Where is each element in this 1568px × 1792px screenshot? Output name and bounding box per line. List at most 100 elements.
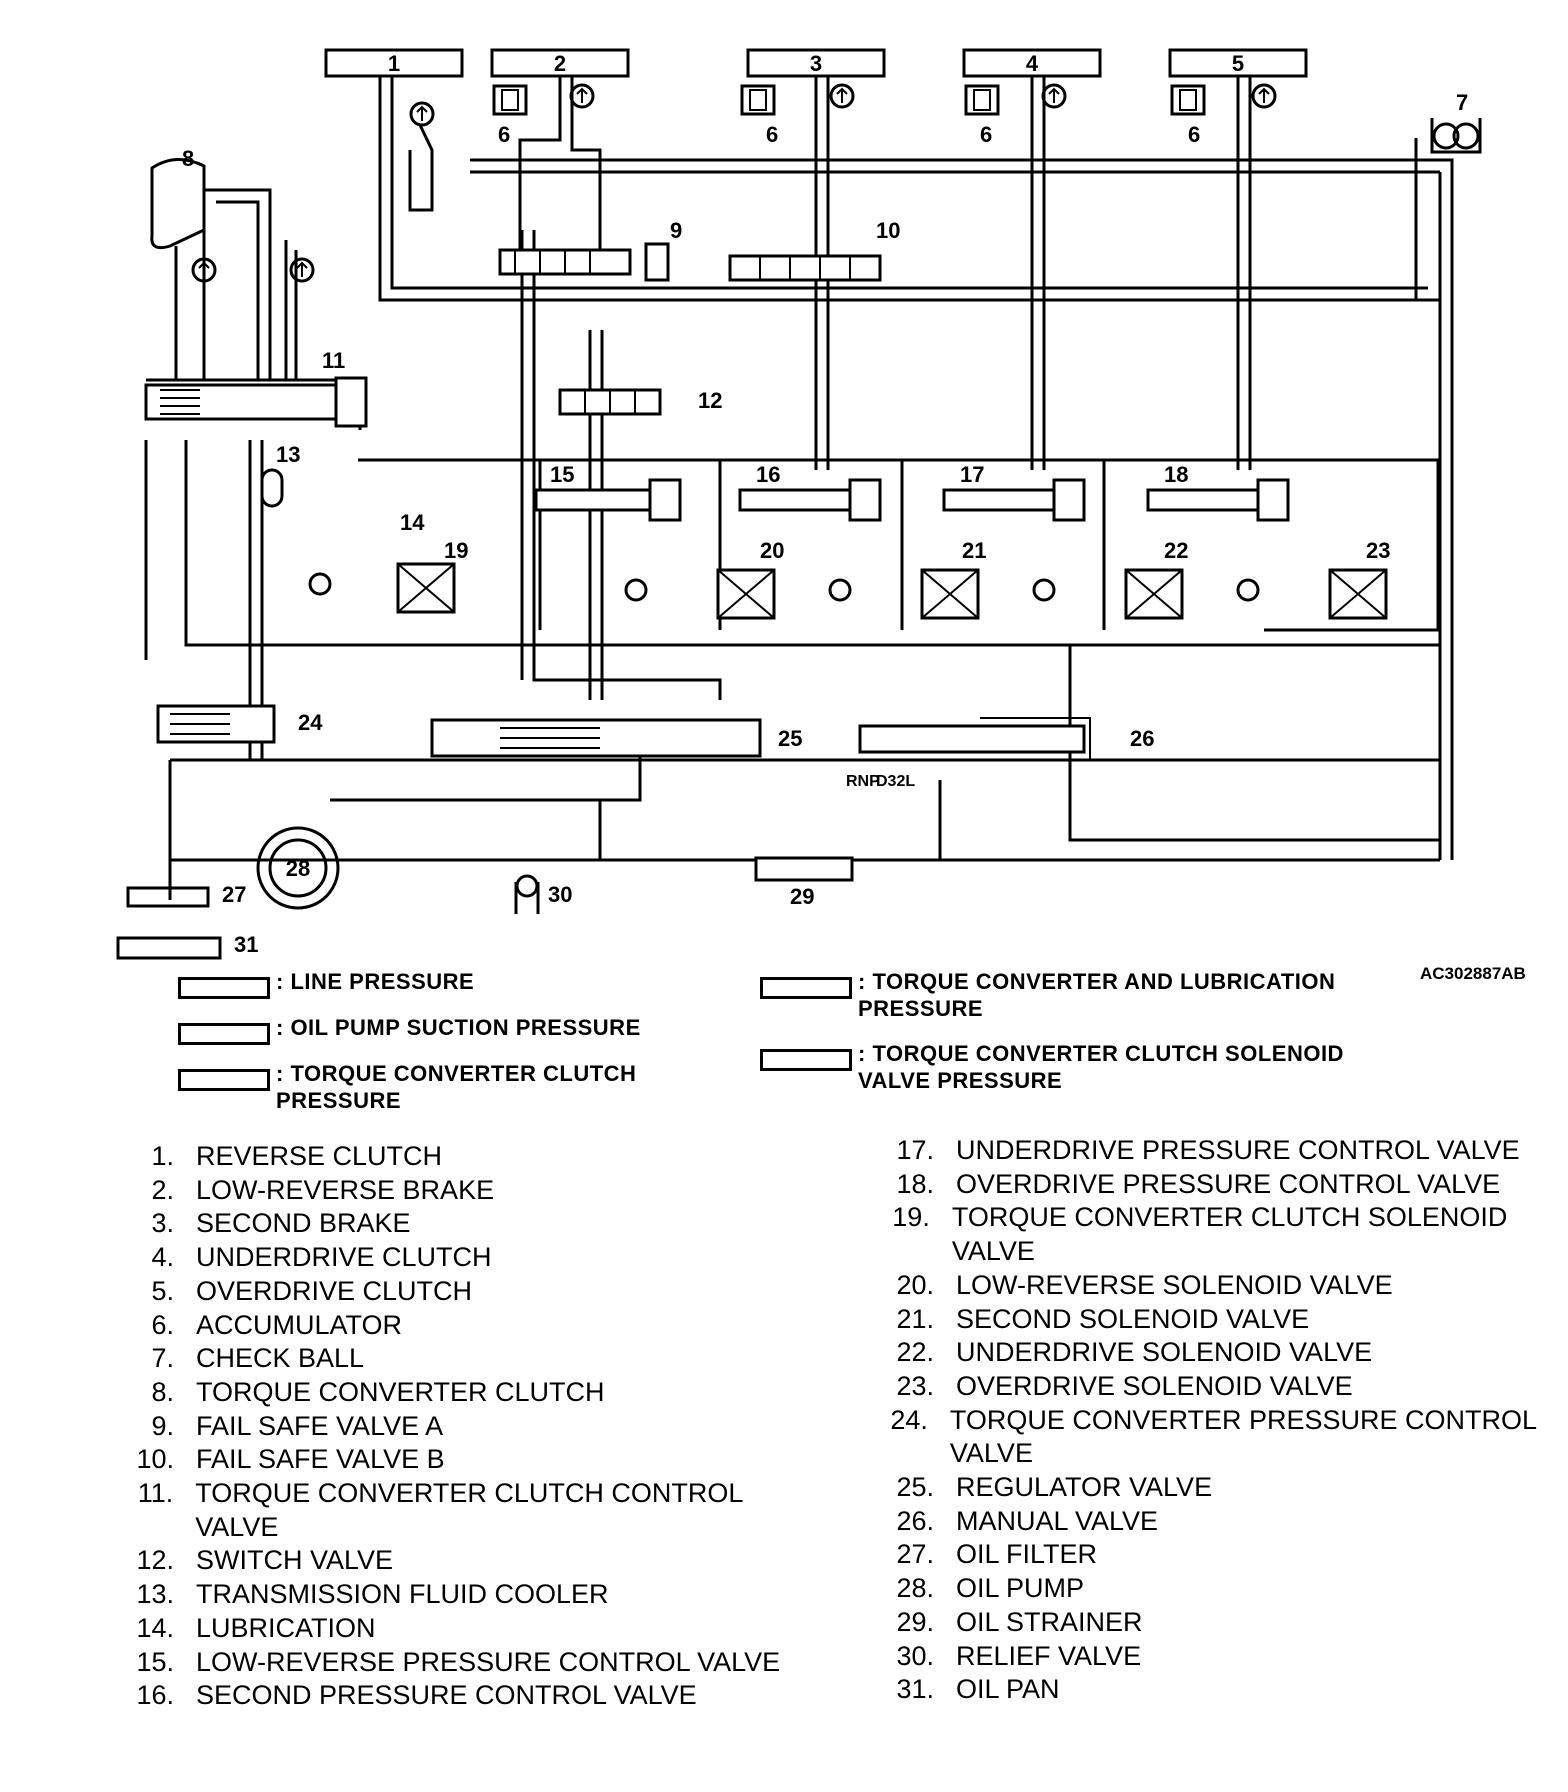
pressure-control-valves — [534, 478, 1290, 522]
callout-21: 21 — [962, 538, 986, 563]
hydraulic-lines — [144, 76, 1454, 900]
legend-label-oil-pump-suction: : OIL PUMP SUCTION PRESSURE — [276, 1015, 641, 1040]
part-number: 2. — [151, 1174, 174, 1205]
part-number: 27. — [896, 1539, 934, 1570]
part-list-item: 19. TORQUE CONVERTER CLUTCH SOLENOID VALV… — [884, 1201, 1544, 1268]
part-number: 7. — [151, 1343, 174, 1374]
part-number: 22. — [896, 1337, 934, 1368]
part-name: RELIEF VALVE — [956, 1640, 1142, 1671]
part-list-item: 17.UNDERDRIVE PRESSURE CONTROL VALVE — [884, 1134, 1544, 1168]
part-number: 31. — [896, 1674, 934, 1705]
legend-label-tc-lubrication: : TORQUE CONVERTER AND LUBRICATION PRESS… — [858, 969, 1336, 1021]
clutch-box-5-label: 5 — [1232, 51, 1244, 76]
part-name: UNDERDRIVE SOLENOID VALVE — [956, 1337, 1373, 1368]
callouts: 6 6 6 6 7 8 9 10 11 12 13 14 15 16 17 18… — [182, 90, 1468, 957]
hydraulic-circuit-diagram: 1 2 3 4 5 — [116, 48, 1482, 960]
part-name: LOW-REVERSE SOLENOID VALVE — [956, 1269, 1393, 1300]
part-number: 9. — [151, 1410, 174, 1441]
part-name: SECOND PRESSURE CONTROL VALVE — [196, 1680, 697, 1711]
callout-6: 6 — [1188, 122, 1200, 147]
part-name: OVERDRIVE SOLENOID VALVE — [956, 1370, 1353, 1401]
part-name: OIL PUMP — [956, 1573, 1085, 1604]
clutch-box-4 — [962, 48, 1102, 78]
part-number: 5. — [151, 1275, 174, 1306]
solenoid-icon — [308, 562, 456, 614]
solenoid-icon — [1236, 568, 1388, 620]
torque-converter-clutch-control-valve — [144, 376, 368, 428]
part-list-item: 7.CHECK BALL — [124, 1342, 824, 1376]
oil-pump-icon — [256, 826, 340, 910]
part-name: OIL STRAINER — [956, 1606, 1143, 1637]
callout-27: 27 — [222, 882, 246, 907]
part-number: 28. — [896, 1573, 934, 1604]
callout-9: 9 — [670, 218, 682, 243]
legend-swatch-oil-pump-suction — [178, 1023, 270, 1045]
part-list-item: 14.LUBRICATION — [124, 1612, 824, 1646]
part-name: OIL FILTER — [956, 1539, 1098, 1570]
accumulator-icon — [740, 83, 855, 116]
callout-6: 6 — [766, 122, 778, 147]
oil-filter-icon — [126, 886, 210, 908]
part-name: ACCUMULATOR — [196, 1309, 403, 1340]
part-list-item: 5. OVERDRIVE CLUTCH — [124, 1275, 824, 1309]
part-number: 4. — [151, 1242, 174, 1273]
part-list-item: 18.OVERDRIVE PRESSURE CONTROL VALVE — [884, 1168, 1544, 1202]
part-number: 21. — [896, 1303, 934, 1334]
part-number: 1. — [151, 1141, 174, 1171]
callout-26: 26 — [1130, 726, 1154, 751]
part-number: 8. — [151, 1376, 174, 1407]
torque-converter-icon — [150, 158, 206, 250]
part-name: OVERDRIVE CLUTCH — [196, 1275, 473, 1306]
part-number: 11. — [137, 1478, 174, 1509]
legend-label-tcc-solenoid: : TORQUE CONVERTER CLUTCH SOLENOID VALVE… — [858, 1041, 1344, 1093]
part-number: 6. — [151, 1309, 174, 1340]
part-list-item: 22. UNDERDRIVE SOLENOID VALVE — [884, 1336, 1544, 1370]
part-name: FAIL SAFE VALVE A — [196, 1410, 444, 1441]
part-number: 26. — [896, 1505, 934, 1536]
oil-pan-icon — [116, 936, 222, 960]
callout-8: 8 — [182, 146, 194, 171]
clutch-box-1 — [324, 48, 464, 78]
relief-valve-icon — [514, 874, 540, 914]
part-name: SECOND BRAKE — [196, 1208, 411, 1239]
callout-11: 11 — [322, 348, 345, 373]
torque-converter-pressure-control-valve — [156, 704, 276, 744]
part-name: REGULATOR VALVE — [956, 1472, 1213, 1503]
part-name: TORQUE CONVERTER CLUTCH CONTROL VALVE — [195, 1478, 743, 1542]
callout-30: 30 — [548, 882, 572, 907]
callout-13: 13 — [276, 442, 300, 467]
part-list-item: 1.REVERSE CLUTCH — [124, 1140, 824, 1174]
part-list-item: 4. UNDERDRIVE CLUTCH — [124, 1241, 824, 1275]
part-list-item: 23.OVERDRIVE SOLENOID VALVE — [884, 1370, 1544, 1404]
manual-positions-right: D32L — [876, 773, 915, 790]
legend-swatch-tcc-pressure — [178, 1069, 270, 1091]
manual-positions-left: RNP — [846, 773, 880, 790]
part-list-item: 2.LOW-REVERSE BRAKE — [124, 1174, 824, 1208]
part-number: 19. — [892, 1202, 930, 1233]
part-name: UNDERDRIVE CLUTCH — [196, 1242, 492, 1273]
solenoid-icon — [1032, 568, 1184, 620]
callout-25: 25 — [778, 726, 802, 751]
part-number: 29. — [896, 1606, 934, 1637]
part-list-item: 3.SECOND BRAKE — [124, 1207, 824, 1241]
callout-14: 14 — [400, 510, 425, 535]
part-name: TORQUE CONVERTER PRESSURE CONTROL VALVE — [949, 1404, 1536, 1469]
legend-swatch-tcc-solenoid — [760, 1049, 852, 1071]
legend-swatch-tc-lubrication — [760, 977, 852, 999]
part-name: TORQUE CONVERTER CLUTCH SOLENOID VALVE — [951, 1202, 1508, 1267]
oil-strainer-icon — [754, 856, 854, 882]
part-name: OIL PAN — [956, 1674, 1060, 1705]
part-number: 15. — [136, 1646, 174, 1677]
part-list-item: 10.FAIL SAFE VALVE B — [124, 1443, 824, 1477]
part-list-item: 16.SECOND PRESSURE CONTROL VALVE — [124, 1679, 824, 1713]
part-list-item: 29. OIL STRAINER — [884, 1606, 1544, 1640]
valves — [116, 242, 1388, 960]
solenoid-valves — [308, 562, 1388, 620]
part-number: 12. — [136, 1545, 174, 1576]
part-number: 24. — [890, 1404, 928, 1435]
transmission-fluid-cooler-icon — [260, 468, 284, 508]
accumulators — [191, 83, 1277, 283]
accumulator-icon — [1170, 83, 1277, 116]
part-name: MANUAL VALVE — [956, 1505, 1159, 1536]
part-number: 10. — [136, 1444, 174, 1475]
